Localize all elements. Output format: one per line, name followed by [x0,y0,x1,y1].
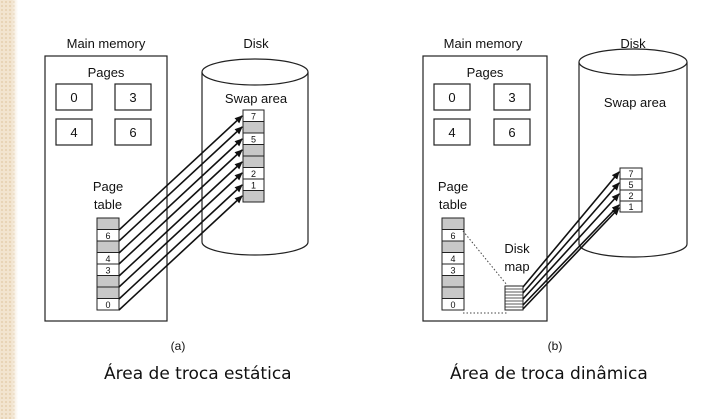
panel-a-page-table-cell [96,275,120,288]
panel-b-disk-map-label: map [504,259,529,274]
panel-b-page-table-cell-label: 0 [450,300,455,310]
panel-a-page-table-label: Page [93,179,123,194]
panel-a-page-table-cell-label: 6 [105,231,110,241]
panel-b-page-table-label: Page [438,179,468,194]
panel-b-mapping-arrow [522,171,620,288]
panel-b-page-frame-label: 3 [508,90,515,105]
panel-a-mapping-arrow [118,126,243,242]
panel-a-swap-area-cell [242,121,265,134]
panel-b-swap-area-cell [619,200,643,213]
panel-b-figure-label: (b) [548,339,563,353]
panel-a-swap-area-cell [242,144,265,157]
panel-b-swap-area-cell-label: 2 [628,191,633,201]
panel-a-page-frame-label: 0 [70,90,77,105]
panel-a-swap-area: 7 5 2 1 [242,109,265,203]
decorative-left-border [0,0,18,419]
panel-b-mapping-arrow [522,204,620,306]
panel-b-disk-map-label: Disk [504,241,530,256]
panel-b-disk-cylinder [578,48,688,258]
panel-b-page-table-cell [441,217,465,230]
panel-b-main-memory-label: Main memory [444,36,523,51]
panel-a-mapping-arrow [118,149,243,265]
panel-b-page-table-label: table [439,197,467,212]
panel-a-page-frame-label: 3 [129,90,136,105]
panel-b-mapping-arrows [522,171,620,310]
panel-b-dynamic-swap: Main memory Pages 0 3 4 6 Page table 6 4 3… [422,36,688,353]
panel-b-page-table: 6 4 3 0 [441,217,465,311]
panel-a-page-frame-label: 6 [129,125,136,140]
panel-a-page-frame [114,118,152,146]
panel-b-swap-area-cell-label: 1 [628,202,633,212]
panel-b-page-table-cell [441,275,465,288]
panel-b-swap-area-label: Swap area [604,95,667,110]
panel-b-disk-label: Disk [620,36,646,51]
panel-b-page-frame [433,83,471,111]
panel-a-main-memory-label: Main memory [67,36,146,51]
panel-a-page-table-cell-label: 4 [105,254,110,264]
panel-b-page-frame-label: 0 [448,90,455,105]
panel-a-swap-area-cell-label: 7 [251,112,256,122]
panel-a-pages-label: Pages [88,65,125,80]
panel-a-mapping-arrows [118,115,243,311]
panel-b-dotted-leaders [462,230,508,314]
panel-a-mapping-arrow [118,184,243,300]
panel-a-mapping-arrow [118,172,243,288]
panel-b-page-frame-label: 4 [448,125,455,140]
panel-b-page-table-cell-label: 3 [450,266,455,276]
panel-a-swap-area-cell [242,190,265,203]
panel-b-swap-area-cell-label: 5 [628,180,633,190]
panel-b-page-frames: 0 3 4 6 [433,83,531,146]
panel-b-swap-area-cell-label: 7 [628,169,633,179]
panel-b-page-table-cell [441,240,465,253]
panel-b-page-frame [493,83,531,111]
panel-a-swap-area-label: Swap area [225,91,288,106]
panel-a-page-table-cell [96,240,120,253]
panel-a-page-table: 6 4 3 0 [96,217,120,311]
panel-a-page-table-cell-label: 0 [105,300,110,310]
panel-a-mapping-arrow [118,138,243,254]
panel-a-disk-label: Disk [243,36,269,51]
panel-a-page-frame [55,118,93,146]
panel-a-page-frame-label: 4 [70,125,77,140]
panel-a-swap-area-cell-label: 5 [251,135,256,145]
panel-a-page-frame [114,83,152,111]
caption-static-swap: Área de troca estática [104,364,292,384]
panel-b-pages-label: Pages [467,65,504,80]
panel-b-mapping-arrow [522,182,620,294]
panel-b-page-table-cell-label: 4 [450,254,455,264]
panel-a-page-frame [55,83,93,111]
panel-b-mapping-arrow [522,207,620,310]
panel-b-disk-map [504,285,524,311]
panel-a-mapping-arrow [118,195,243,311]
panel-a-static-swap: Main memory Pages 0 3 4 6 Page table 6 4 3… [44,36,309,353]
panel-a-page-frames: 0 3 4 6 [55,83,152,146]
panel-b-page-table-cell-label: 6 [450,231,455,241]
panel-a-page-table-cell [96,217,120,230]
panel-b-mapping-arrow [522,193,620,300]
panel-b-page-frame [493,118,531,146]
panel-b-page-table-cell [441,298,465,311]
panel-b-page-frame [433,118,471,146]
panel-a-swap-area-cell [242,155,265,168]
panel-a-page-table-cell-label: 3 [105,266,110,276]
panel-b-page-table-cell [441,286,465,299]
caption-dynamic-swap: Área de troca dinâmica [450,364,648,384]
panel-a-page-table-cell [96,286,120,299]
panel-b-page-frame-label: 6 [508,125,515,140]
panel-a-swap-area-cell-label: 2 [251,169,256,179]
panel-a-page-table-cell [96,298,120,311]
panel-a-page-table-label: table [94,197,122,212]
panel-a-mapping-arrow [118,115,243,231]
panel-a-swap-area-cell-label: 1 [251,181,256,191]
panel-a-mapping-arrow [118,161,243,277]
panel-a-figure-label: (a) [171,339,186,353]
